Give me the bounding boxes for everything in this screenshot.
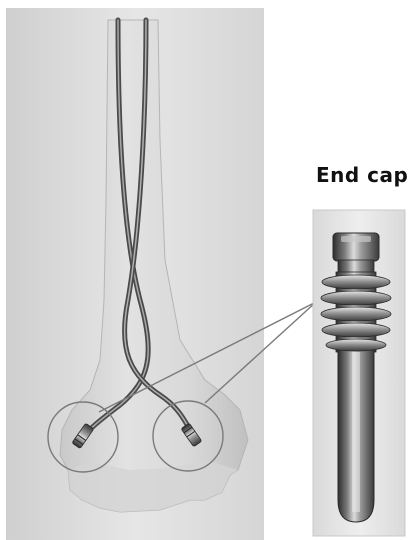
end-cap-label: End cap <box>316 163 408 187</box>
